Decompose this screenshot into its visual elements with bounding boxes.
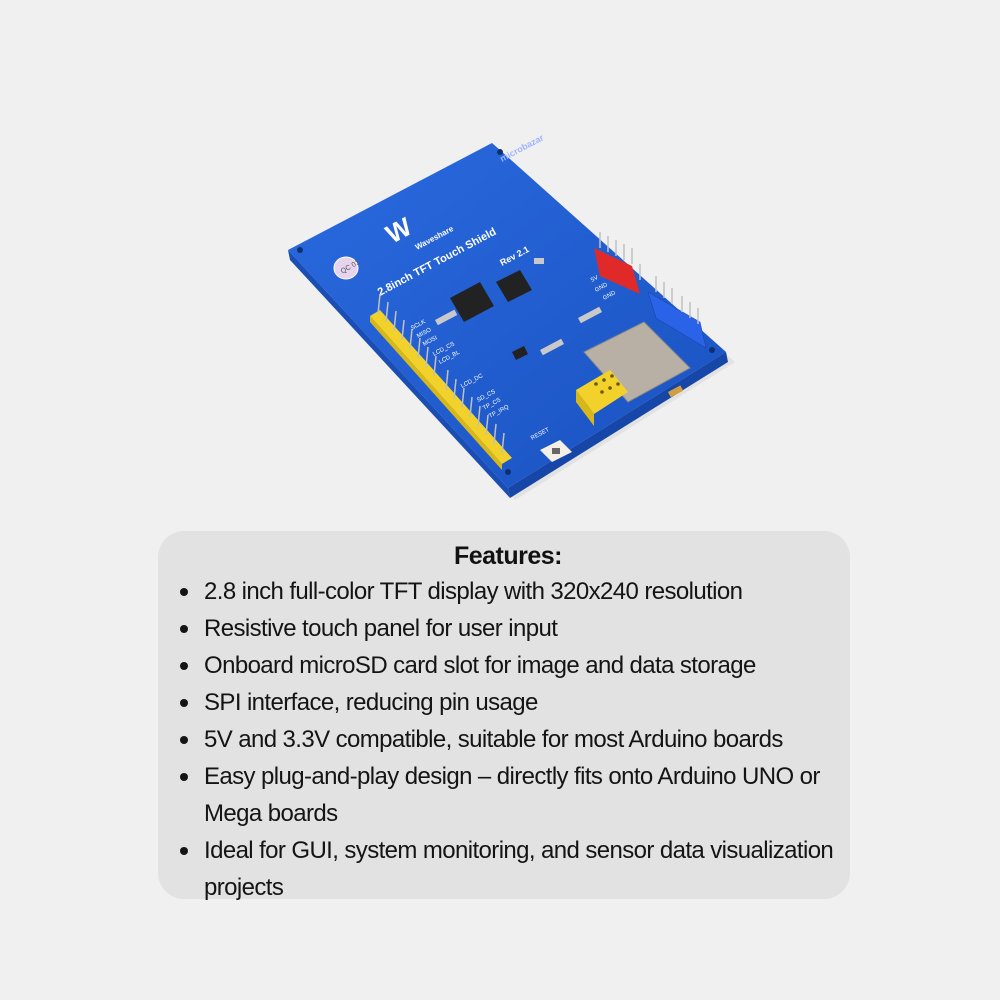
- features-list: 2.8 inch full-color TFT display with 320…: [180, 573, 836, 906]
- features-title: Features:: [453, 542, 563, 570]
- bullet-icon: [180, 773, 188, 781]
- feature-item: Resistive touch panel for user input: [180, 610, 836, 647]
- bullet-icon: [180, 847, 188, 855]
- feature-item: Easy plug-and-play design – directly fit…: [180, 758, 836, 832]
- red-pin-header: [594, 232, 641, 294]
- bullet-icon: [180, 625, 188, 633]
- pcb-board: [288, 143, 728, 498]
- feature-item: 5V and 3.3V compatible, suitable for mos…: [180, 721, 836, 758]
- svg-text:GND: GND: [594, 282, 609, 294]
- features-panel: Features: 2.8 inch full-color TFT displa…: [158, 531, 850, 901]
- feature-item: Onboard microSD card slot for image and …: [180, 647, 836, 684]
- svg-text:GND: GND: [602, 290, 617, 302]
- svg-text:microbazar: microbazar: [498, 132, 546, 164]
- product-image: QC 01 W Waveshare 2.8inch TFT Touch Shie…: [280, 130, 740, 510]
- bullet-icon: [180, 588, 188, 596]
- bullet-icon: [180, 699, 188, 707]
- feature-item: SPI interface, reducing pin usage: [180, 684, 836, 721]
- blue-pin-header: [647, 276, 707, 349]
- feature-item: 2.8 inch full-color TFT display with 320…: [180, 573, 836, 610]
- bullet-icon: [180, 736, 188, 744]
- yellow-pin-header: [370, 293, 512, 470]
- svg-text:5V: 5V: [590, 275, 599, 284]
- bullet-icon: [180, 662, 188, 670]
- feature-item: Ideal for GUI, system monitoring, and se…: [180, 832, 836, 906]
